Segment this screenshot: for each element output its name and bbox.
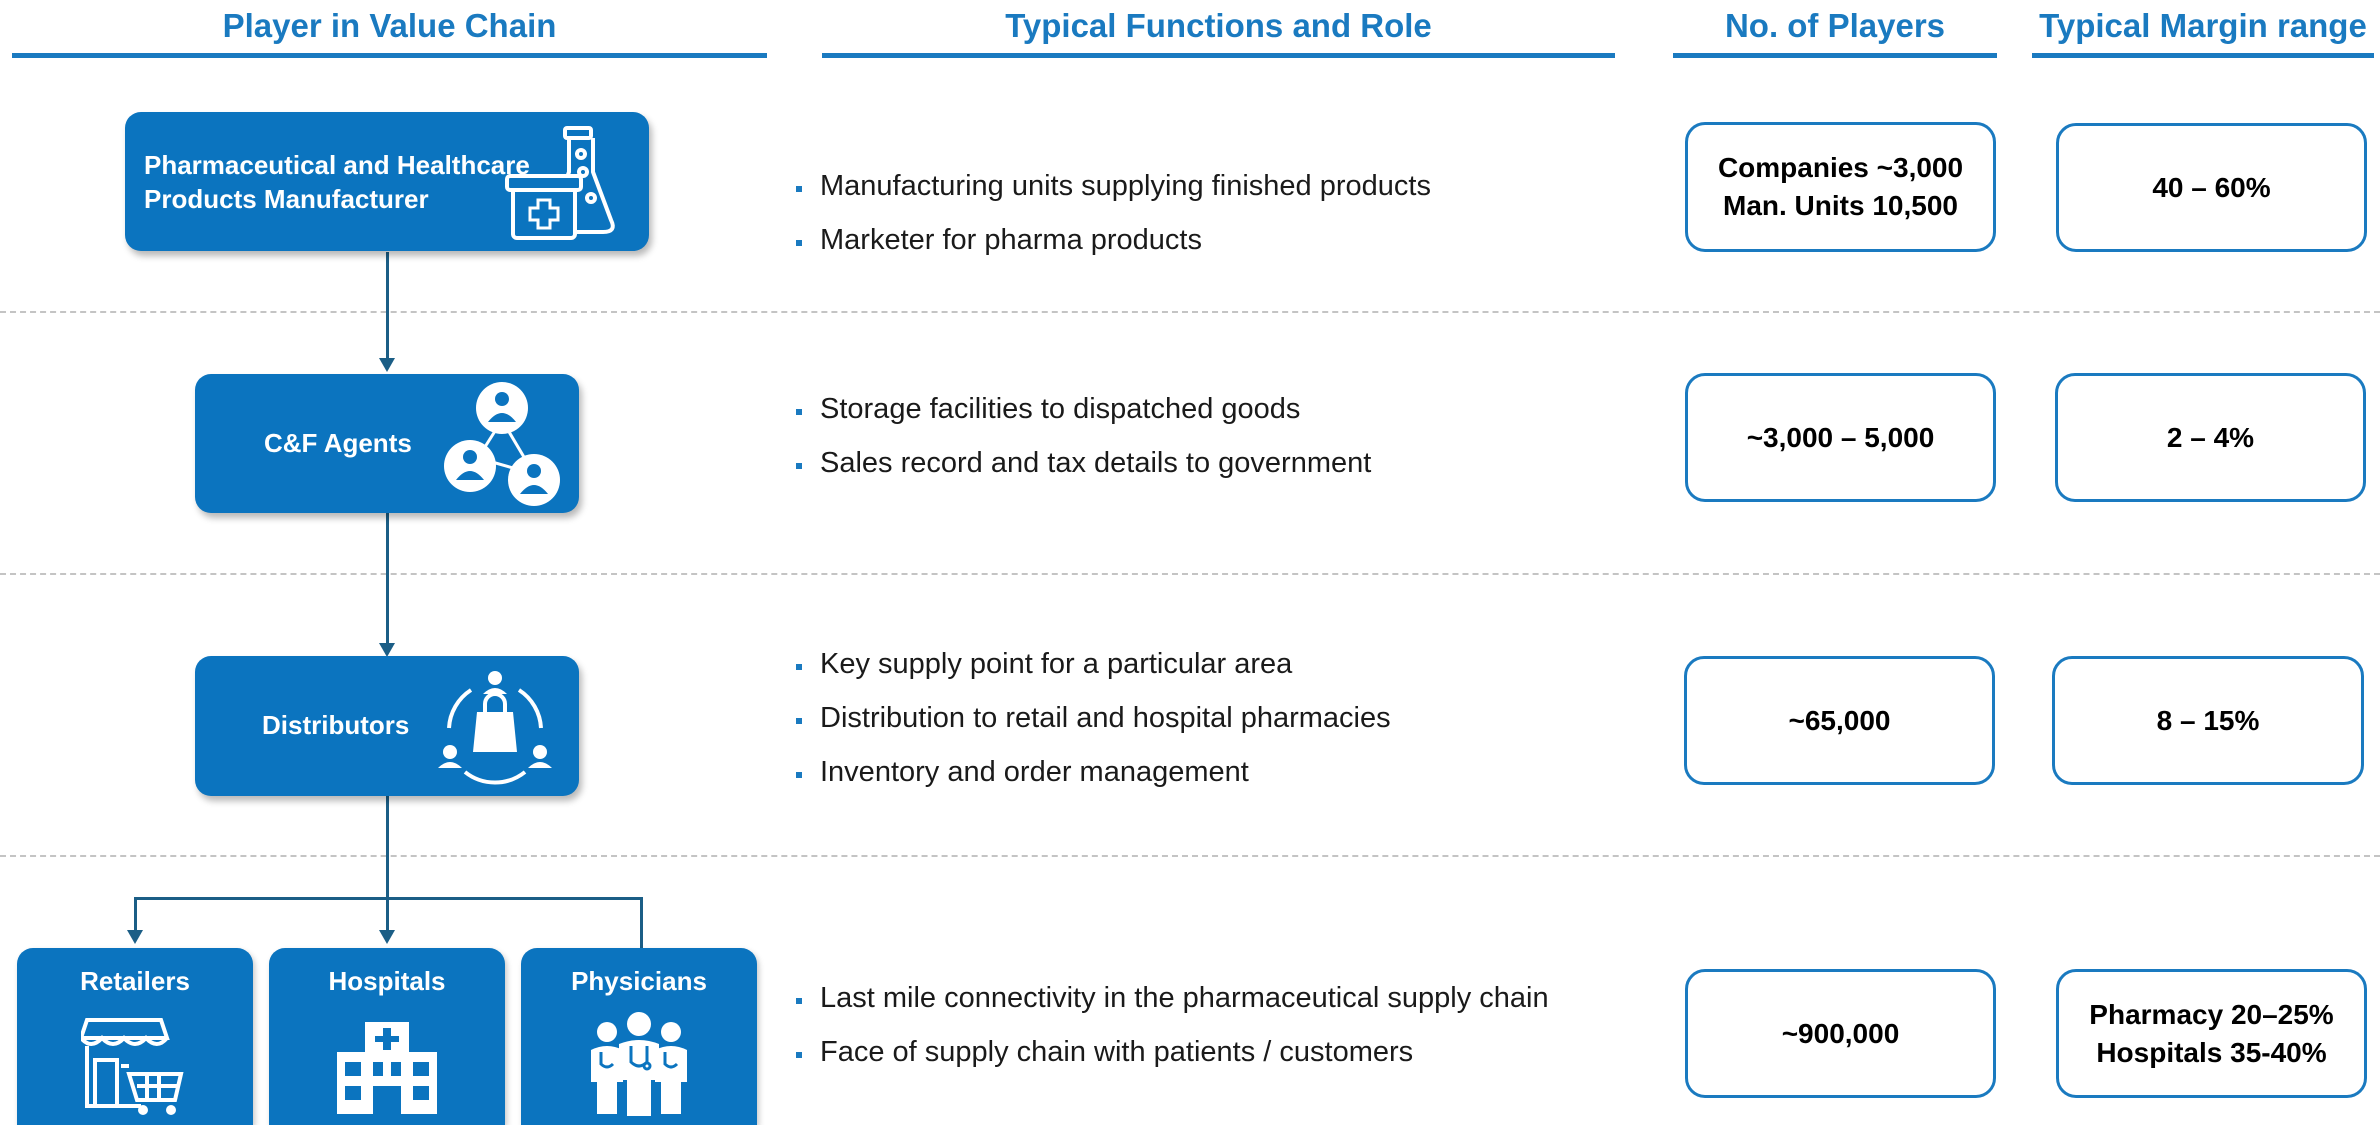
row-separator [0,573,2380,575]
margin-range-text: 8 – 15% [2156,704,2260,736]
physicians-label: Physicians [571,966,707,996]
header-no-of-players: No. of Players [1673,0,1997,58]
manufacturer-label-line: Products Manufacturer [144,184,429,214]
row-separator [0,311,2380,313]
connector-arrowhead [379,930,395,944]
players-count-box: ~65,000 [1684,656,1995,785]
hospital-building-icon [337,1022,437,1114]
function-bullet: Last mile connectivity in the pharmaceut… [796,982,1549,1014]
manufacturer-label: Pharmaceutical and Healthcare Products M… [144,148,530,216]
distributors-label: Distributors [262,710,410,740]
connector-line [640,897,643,948]
header-typical-margin-range: Typical Margin range [2032,0,2374,58]
retailers-label: Retailers [80,966,190,996]
players-count-text: Companies ~3,000 [1717,152,1964,183]
players-count-text: Man. Units 10,500 [1723,190,1958,221]
function-bullet: Key supply point for a particular area [795,648,1293,680]
people-network-icon [444,382,560,506]
players-count-box: ~900,000 [1685,969,1996,1098]
connector-line [386,252,389,358]
function-bullet: Face of supply chain with patients / cus… [795,1036,1414,1068]
margin-range-text: 2 – 4% [2166,421,2255,453]
shopping-bag-people-cycle-icon [438,671,552,785]
margin-range-box: 2 – 4% [2055,373,2366,502]
function-bullet: Distribution to retail and hospital phar… [796,702,1391,734]
margin-range-box: Pharmacy 20–25% Hospitals 35-40% [2056,969,2367,1098]
hospitals-box: Hospitals [269,948,505,1125]
distributors-box: Distributors [195,656,579,796]
store-cart-icon [81,1018,184,1115]
header-player-in-value-chain: Player in Value Chain [12,0,767,58]
hospitals-label: Hospitals [328,966,446,996]
function-bullet: Storage facilities to dispatched goods [795,393,1301,425]
lab-flask-medical-kit-icon [505,126,615,240]
connector-arrowhead [379,358,395,372]
margin-range-text: Pharmacy 20–25% [2089,998,2334,1030]
cf-agents-label: C&F Agents [264,428,412,458]
players-count-box: ~3,000 – 5,000 [1685,373,1996,502]
margin-range-box: 8 – 15% [2052,656,2364,785]
players-count-text: ~65,000 [1788,704,1891,736]
players-count-box: Companies ~3,000 Man. Units 10,500 [1685,122,1996,252]
connector-arrowhead [379,643,395,657]
cf-agents-box: C&F Agents [195,374,579,513]
function-bullet: Inventory and order management [796,756,1249,788]
manufacturer-label-line: Pharmaceutical and Healthcare [144,150,530,180]
margin-range-box: 40 – 60% [2056,123,2367,252]
margin-range-text: Hospitals 35-40% [2096,1036,2327,1068]
doctors-group-icon [591,1012,687,1116]
connector-line [134,897,137,930]
margin-range-text: 40 – 60% [2152,171,2271,203]
function-bullet: Marketer for pharma products [796,224,1202,256]
connector-line [386,796,389,930]
connector-arrowhead [127,930,143,944]
function-bullet: Sales record and tax details to governme… [795,447,1372,479]
row-separator [0,855,2380,857]
players-count-text: ~900,000 [1781,1017,1900,1049]
manufacturer-box: Pharmaceutical and Healthcare Products M… [125,112,649,251]
retailers-box: Retailers [17,948,253,1125]
players-count-text: ~3,000 – 5,000 [1746,421,1935,453]
header-typical-functions: Typical Functions and Role [822,0,1615,58]
function-bullet: Manufacturing units supplying finished p… [796,170,1431,202]
connector-line [386,513,389,643]
physicians-box: Physicians [521,948,757,1125]
connector-branch-line [134,897,643,900]
